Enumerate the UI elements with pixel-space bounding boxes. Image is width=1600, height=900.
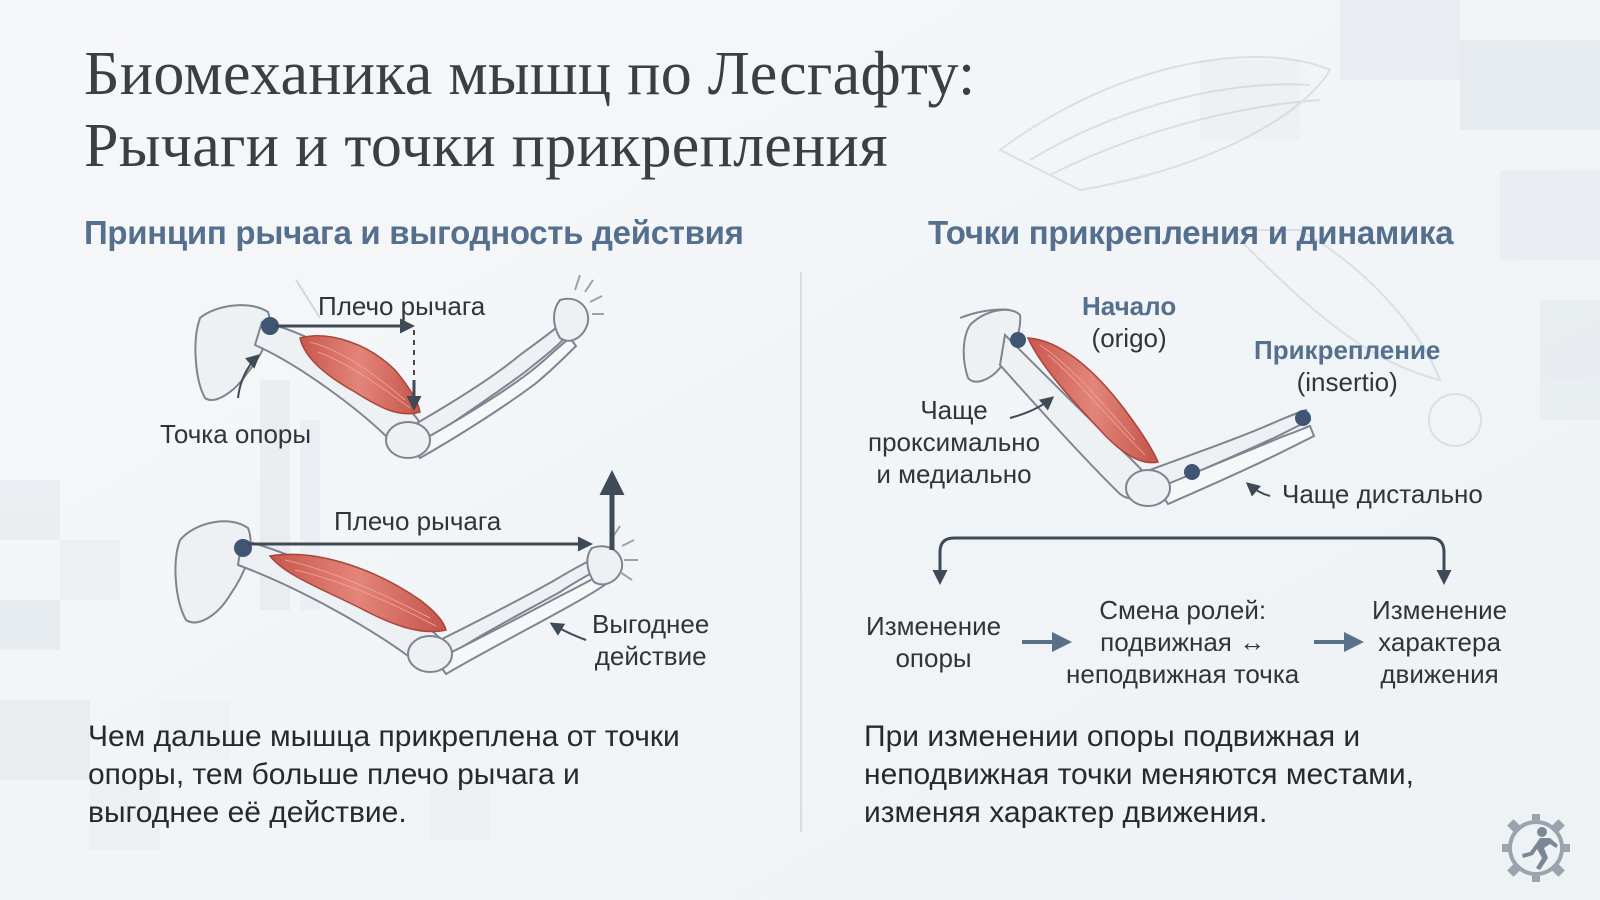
proximal-pointer-arrow [1009, 396, 1055, 419]
distal-label: Чаще дистально [1282, 479, 1483, 509]
bottom-fulcrum-dot [234, 539, 252, 557]
top-scapula [194, 304, 271, 401]
flow-step-support-change: Изменение опоры [866, 611, 1002, 673]
advantage-label: Выгоднее действие [592, 609, 710, 671]
flow-step-role-swap: Смена ролей: подвижная ↔ неподвижная точ… [1066, 595, 1300, 689]
insertion-dot [1295, 410, 1311, 426]
flow-step-movement-change: Изменение характера движения [1372, 595, 1508, 689]
runner-gear-icon [1502, 814, 1570, 882]
bottom-biceps-muscle [268, 553, 447, 633]
left-section-heading: Принцип рычага и выгодность действия [84, 214, 744, 251]
top-lever-arm-label: Плечо рычага [318, 291, 486, 321]
top-fulcrum-dot [261, 317, 279, 335]
top-radius [403, 318, 574, 448]
top-arm-illustration [194, 274, 604, 460]
elbow-insertion-dot [1184, 464, 1200, 480]
section-divider [800, 272, 802, 832]
right-ulna [1156, 424, 1316, 506]
bottom-ulna [434, 572, 608, 676]
top-ulna [410, 336, 578, 460]
bottom-scapula [174, 520, 252, 624]
origin-label: Начало (origo) [1082, 291, 1177, 353]
title-line-1: Биомеханика мышц по Лесгафту: [84, 40, 976, 108]
fulcrum-label: Точка опоры [160, 419, 312, 449]
flow-bracket [938, 536, 1446, 578]
right-biceps-muscle [1026, 337, 1160, 464]
distal-pointer-arrow [1245, 482, 1271, 497]
bottom-hand [586, 545, 624, 586]
proximal-label: Чаще проксимально и медиально [868, 395, 1041, 489]
bottom-lever-arm-label: Плечо рычага [334, 506, 502, 536]
bottom-radius [428, 554, 606, 662]
insertion-label: Прикрепление (insertio) [1254, 335, 1441, 397]
title-line-2: Рычаги и точки прикрепления [84, 112, 888, 180]
left-caption: Чем дальше мышца прикреплена от точки оп… [88, 720, 680, 829]
top-biceps-muscle [299, 335, 421, 415]
right-arm-illustration [959, 308, 1316, 507]
origin-dot [1010, 332, 1026, 348]
page-title: Биомеханика мышц по Лесгафту: Рычаги и т… [84, 38, 976, 182]
advantage-pointer-arrow [549, 622, 587, 641]
right-caption: При изменении опоры подвижная и неподвиж… [864, 720, 1414, 829]
top-hand [553, 297, 590, 342]
bottom-arm-illustration [174, 470, 638, 676]
fulcrum-pointer-arrow [237, 354, 261, 399]
flow-connectors [932, 536, 1452, 652]
right-section-heading: Точки прикрепления и динамика [928, 214, 1454, 251]
